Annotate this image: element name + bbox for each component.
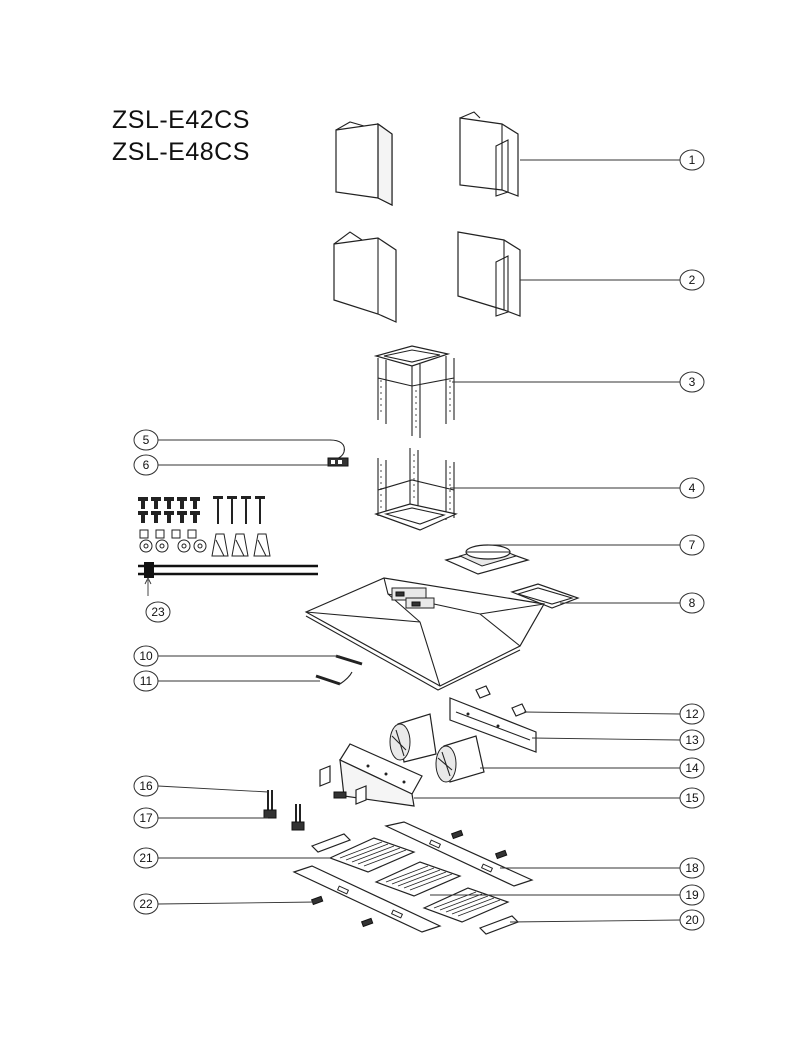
callout-19: 19 <box>679 884 705 906</box>
svg-text:14: 14 <box>685 761 699 775</box>
motor-bracket-front <box>319 743 423 807</box>
callout-13: 13 <box>679 729 705 751</box>
svg-text:21: 21 <box>139 851 153 865</box>
switch-bracket <box>335 654 363 666</box>
filter-frame-front <box>292 865 442 933</box>
callout-3: 3 <box>679 371 705 393</box>
svg-text:23: 23 <box>151 605 165 619</box>
damper-collar <box>444 544 530 575</box>
callout-14: 14 <box>679 757 705 779</box>
svg-text:4: 4 <box>689 481 696 495</box>
callout-20: 20 <box>679 909 705 931</box>
lower-chimney-cover-left <box>333 231 397 323</box>
callout-6: 6 <box>133 454 159 476</box>
svg-text:19: 19 <box>685 888 699 902</box>
lower-support-frame <box>374 448 458 531</box>
callout-8: 8 <box>679 592 705 614</box>
led-lights <box>310 829 508 928</box>
grease-filter-1 <box>328 837 416 873</box>
terminal-block <box>327 457 349 467</box>
model-number-1: ZSL-E42CS <box>112 106 250 134</box>
callout-21: 21 <box>133 847 159 869</box>
callout-15: 15 <box>679 787 705 809</box>
callout-11: 11 <box>133 670 159 692</box>
svg-text:13: 13 <box>685 733 699 747</box>
callout-12: 12 <box>679 703 705 725</box>
hood-body <box>304 577 545 691</box>
callout-23: 23 <box>145 601 171 623</box>
leader-lines <box>144 159 681 923</box>
svg-text:2: 2 <box>689 273 696 287</box>
upper-chimney-cover-left <box>335 121 393 206</box>
svg-text:10: 10 <box>139 649 153 663</box>
callout-16: 16 <box>133 775 159 797</box>
upper-chimney-cover-right <box>459 111 519 197</box>
svg-text:8: 8 <box>689 596 696 610</box>
upper-support-frame <box>373 345 455 438</box>
motor-bracket-rear <box>449 697 537 753</box>
light-wire <box>315 671 353 686</box>
callout-22: 22 <box>133 893 159 915</box>
svg-text:6: 6 <box>143 458 150 472</box>
svg-text:16: 16 <box>139 779 153 793</box>
filter-frame-rear <box>384 821 534 887</box>
blower-right <box>435 735 485 783</box>
hardware-kit <box>138 496 318 578</box>
grease-filter-2 <box>374 861 462 897</box>
svg-text:17: 17 <box>139 811 153 825</box>
callout-5: 5 <box>133 429 159 451</box>
callout-4: 4 <box>679 477 705 499</box>
callout-10: 10 <box>133 645 159 667</box>
callout-17: 17 <box>133 807 159 829</box>
model-number-2: ZSL-E48CS <box>112 138 250 166</box>
svg-text:7: 7 <box>689 538 696 552</box>
svg-text:11: 11 <box>140 674 153 688</box>
blower-left <box>389 713 437 763</box>
callout-18: 18 <box>679 857 705 879</box>
svg-text:1: 1 <box>689 153 696 167</box>
svg-text:15: 15 <box>685 791 699 805</box>
svg-text:5: 5 <box>143 433 150 447</box>
callout-1: 1 <box>679 149 705 171</box>
svg-text:20: 20 <box>685 913 699 927</box>
light-sockets <box>263 790 305 831</box>
svg-text:3: 3 <box>689 375 696 389</box>
svg-text:12: 12 <box>685 707 699 721</box>
svg-text:22: 22 <box>139 897 153 911</box>
callout-7: 7 <box>679 534 705 556</box>
lower-chimney-cover-right <box>457 231 521 317</box>
filter-strip <box>310 833 520 935</box>
grease-filter-3 <box>422 887 510 923</box>
clips <box>475 685 527 717</box>
callout-2: 2 <box>679 269 705 291</box>
svg-text:18: 18 <box>685 861 699 875</box>
